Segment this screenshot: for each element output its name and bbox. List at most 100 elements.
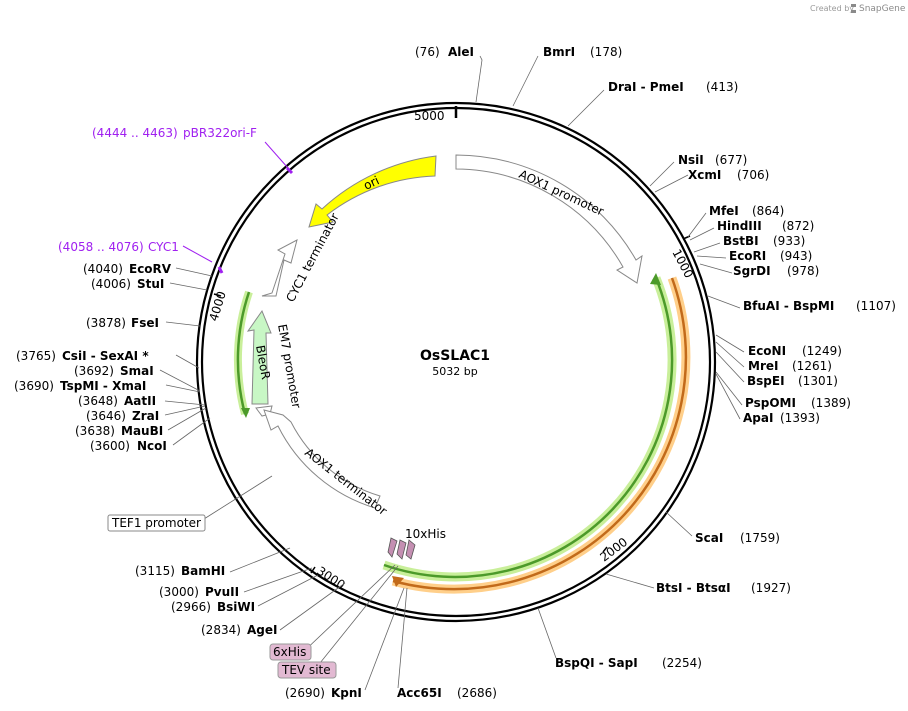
ori-arrow[interactable] bbox=[308, 155, 437, 228]
site-bamhi-name[interactable]: BamHI bbox=[181, 564, 225, 578]
site-maubi-name[interactable]: MauBI bbox=[121, 424, 163, 438]
site-smai-name[interactable]: SmaI bbox=[120, 364, 154, 378]
aox1-terminator-arrow[interactable] bbox=[263, 409, 381, 509]
leader-fsei bbox=[165, 321, 201, 327]
site-bfuai-name[interactable]: BfuAI - BspMI bbox=[743, 299, 834, 313]
aox1-promoter-arrow[interactable] bbox=[455, 154, 643, 284]
site-agei-pos: (2834) bbox=[201, 623, 241, 637]
site-btsi-name[interactable]: BtsI - BtsαI bbox=[656, 581, 731, 595]
leader-zrai bbox=[164, 405, 206, 416]
site-hindiii-pos: (872) bbox=[782, 219, 814, 233]
primer-cyc1-name[interactable]: CYC1 bbox=[148, 240, 179, 254]
site-pvuii-name[interactable]: PvuII bbox=[205, 585, 239, 599]
leader-drai bbox=[567, 89, 605, 127]
leader-bamhi bbox=[229, 547, 291, 573]
site-stui-pos: (4006) bbox=[91, 277, 131, 291]
leader-stui bbox=[169, 282, 208, 291]
snapgene-logo-icon bbox=[851, 4, 856, 13]
leader-btsi bbox=[605, 573, 655, 589]
site-csii-name[interactable]: CsiI - SexAI * bbox=[62, 349, 149, 363]
site-econi-name[interactable]: EcoNI bbox=[748, 344, 786, 358]
leader-tev bbox=[315, 565, 399, 669]
his10-tag[interactable] bbox=[387, 537, 416, 560]
site-xcmi-name[interactable]: XcmI bbox=[688, 168, 721, 182]
site-mfei-name[interactable]: MfeI bbox=[709, 204, 739, 218]
site-maubi-pos: (3638) bbox=[75, 424, 115, 438]
site-nsii-name[interactable]: NsiI bbox=[678, 153, 704, 167]
site-drai-pos: (413) bbox=[706, 80, 738, 94]
left-green-arc[interactable] bbox=[236, 291, 251, 415]
site-bstbi-name[interactable]: BstBI bbox=[723, 234, 759, 248]
site-hindiii-name[interactable]: HindIII bbox=[717, 219, 762, 233]
his10-label: 10xHis bbox=[405, 527, 446, 541]
site-ncoi-name[interactable]: NcoI bbox=[137, 439, 167, 453]
his10-block-2 bbox=[396, 539, 407, 560]
site-scai-name[interactable]: ScaI bbox=[695, 531, 723, 545]
his10-block-3 bbox=[405, 539, 416, 560]
leader-econi bbox=[715, 334, 745, 353]
site-agei-name[interactable]: AgeI bbox=[247, 623, 277, 637]
site-bsiwi-name[interactable]: BsiWI bbox=[217, 600, 255, 614]
left-green-arrowhead bbox=[241, 408, 250, 418]
leader-ecorv bbox=[175, 267, 213, 277]
leader-csii bbox=[175, 354, 200, 369]
leader-acc65i bbox=[397, 587, 408, 689]
site-apai-name[interactable]: ApaI bbox=[743, 411, 773, 425]
leader-bstbi bbox=[693, 242, 721, 253]
site-ecorv-pos: (4040) bbox=[83, 262, 123, 276]
site-tspmi-name[interactable]: TspMI - XmaI bbox=[60, 379, 146, 393]
tev-site-box[interactable] bbox=[277, 661, 337, 679]
primer-ori-range[interactable]: (4444 .. 4463) bbox=[92, 126, 178, 140]
primer-ori-leader bbox=[264, 141, 289, 169]
site-pspomi-name[interactable]: PspOMI bbox=[745, 396, 796, 410]
leader-6xhis bbox=[299, 564, 396, 656]
site-bmri-pos: (178) bbox=[590, 45, 622, 59]
leader-ecori bbox=[696, 255, 727, 259]
site-mfei-pos: (864) bbox=[752, 204, 784, 218]
leader-tef1 bbox=[203, 475, 273, 520]
site-bspei-name[interactable]: BspEI bbox=[747, 374, 785, 388]
primer-ori-name[interactable]: pBR322ori-F bbox=[183, 126, 257, 140]
site-mrei-name[interactable]: MreI bbox=[748, 359, 778, 373]
cyc1-terminator-arrow[interactable] bbox=[261, 239, 298, 297]
site-alei-name[interactable]: AleI bbox=[448, 45, 474, 59]
leader-mrei bbox=[715, 341, 745, 368]
site-zrai-name[interactable]: ZraI bbox=[132, 409, 159, 423]
leader-tspmi bbox=[165, 384, 201, 393]
ruler-tick-2000 bbox=[602, 546, 608, 553]
site-kpni-name[interactable]: KpnI bbox=[331, 686, 362, 700]
site-apai-pos: (1393) bbox=[780, 411, 820, 425]
leader-sgrdi bbox=[699, 263, 733, 274]
leader-hindiii bbox=[689, 227, 715, 241]
site-sgrdi-name[interactable]: SgrDI bbox=[733, 264, 771, 278]
ruler-label-5000: 5000 bbox=[414, 109, 445, 123]
site-btsi-pos: (1927) bbox=[751, 581, 791, 595]
site-mrei-pos: (1261) bbox=[792, 359, 832, 373]
site-csii-pos: (3765) bbox=[16, 349, 56, 363]
leader-bsiwi bbox=[257, 574, 319, 607]
ori-label: ori bbox=[361, 173, 381, 192]
green-orf-arc[interactable] bbox=[383, 277, 674, 579]
ruler-tick-4000 bbox=[213, 293, 222, 297]
site-acc65i-name[interactable]: Acc65I bbox=[397, 686, 442, 700]
site-aatii-name[interactable]: AatII bbox=[124, 394, 156, 408]
bleor-arrow[interactable] bbox=[246, 309, 272, 405]
site-bsiwi-pos: (2966) bbox=[171, 600, 211, 614]
tef1-promoter-box[interactable] bbox=[107, 514, 206, 532]
site-bmri-name[interactable]: BmrI bbox=[543, 45, 575, 59]
site-fsei-name[interactable]: FseI bbox=[131, 316, 159, 330]
leader-aatii bbox=[164, 400, 206, 406]
site-ecori-name[interactable]: EcoRI bbox=[729, 249, 766, 263]
leader-bspqi bbox=[537, 607, 557, 659]
site-stui-name[interactable]: StuI bbox=[137, 277, 164, 291]
leader-pvuii bbox=[243, 567, 313, 593]
site-drai-name[interactable]: DraI - PmeI bbox=[608, 80, 684, 94]
site-ecorv-name[interactable]: EcoRV bbox=[129, 262, 172, 276]
his6-box[interactable] bbox=[269, 643, 312, 661]
leader-bspei bbox=[715, 351, 745, 383]
site-bspqi-name[interactable]: BspQI - SapI bbox=[555, 656, 638, 670]
restriction-sites: (76) AleI BmrI (178) DraI - PmeI (413) N… bbox=[14, 45, 896, 700]
orange-orf-arc[interactable] bbox=[392, 277, 688, 591]
primer-cyc1-range[interactable]: (4058 .. 4076) bbox=[58, 240, 144, 254]
tev-site-label: TEV site bbox=[281, 663, 331, 677]
